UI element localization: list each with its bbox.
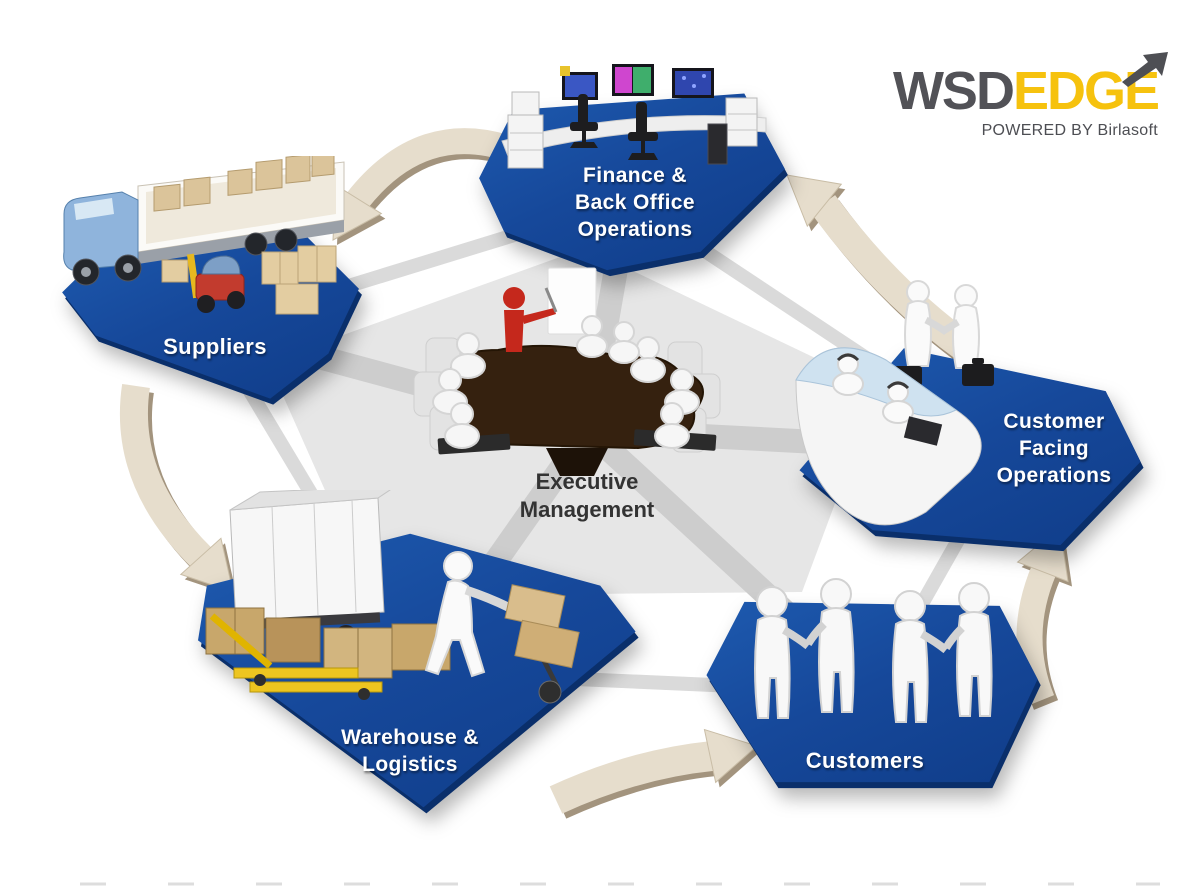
agent-figures-icon (832, 353, 914, 424)
figure-icon (804, 578, 855, 713)
warehouse-node-label: Warehouse & Logistics (341, 726, 479, 776)
office-chair-icon (570, 94, 658, 160)
logo-tagline: POWERED BY Birlasoft (981, 122, 1158, 139)
cargo-boxes-icon (153, 156, 335, 212)
handshake-figures-icon (904, 280, 980, 369)
reception-desk-illustration (795, 280, 994, 526)
supplier-truck-illustration (63, 156, 345, 315)
hand-truck-icon (504, 584, 580, 704)
office-workstations-illustration (501, 64, 767, 169)
arrow-suppliers-to-warehouse (119, 383, 234, 593)
customer-facing-node-label: Customer Facing Operations (996, 410, 1112, 487)
box-stack-icon (261, 245, 337, 315)
headset-icon (886, 381, 910, 390)
suppliers-node-label: Suppliers (163, 334, 267, 359)
customers-handshake-illustration (754, 578, 993, 723)
logo-arrow-icon (1122, 52, 1168, 87)
arrow-warehouse-to-customers (549, 728, 758, 814)
figure-icon (754, 586, 811, 719)
headset-icon (836, 353, 860, 362)
laptop-icon (903, 416, 943, 446)
customers-node-label: Customers (805, 748, 925, 773)
worker-figure-icon (424, 551, 513, 678)
logo-text-primary: WSD (892, 61, 1015, 121)
forklift-icon (161, 253, 245, 313)
figure-icon (942, 582, 993, 717)
pc-tower-icon (707, 123, 728, 165)
finance-node-label: Finance & Back Office Operations (575, 164, 695, 241)
executive-meeting-table-illustration (413, 267, 721, 476)
warehouse-logistics-illustration (205, 490, 580, 704)
presenter-figure (503, 287, 556, 352)
arrow-customer-facing-to-finance (786, 174, 975, 361)
center-label: Executive Management (519, 469, 655, 522)
wsdedge-logo: WSDEDGE POWERED BY Birlasoft (866, 52, 1168, 140)
pallet-jack-icon (209, 613, 383, 700)
box-stack-icon (205, 607, 451, 679)
monitor-icon (560, 64, 714, 100)
figure-icon (892, 590, 949, 723)
